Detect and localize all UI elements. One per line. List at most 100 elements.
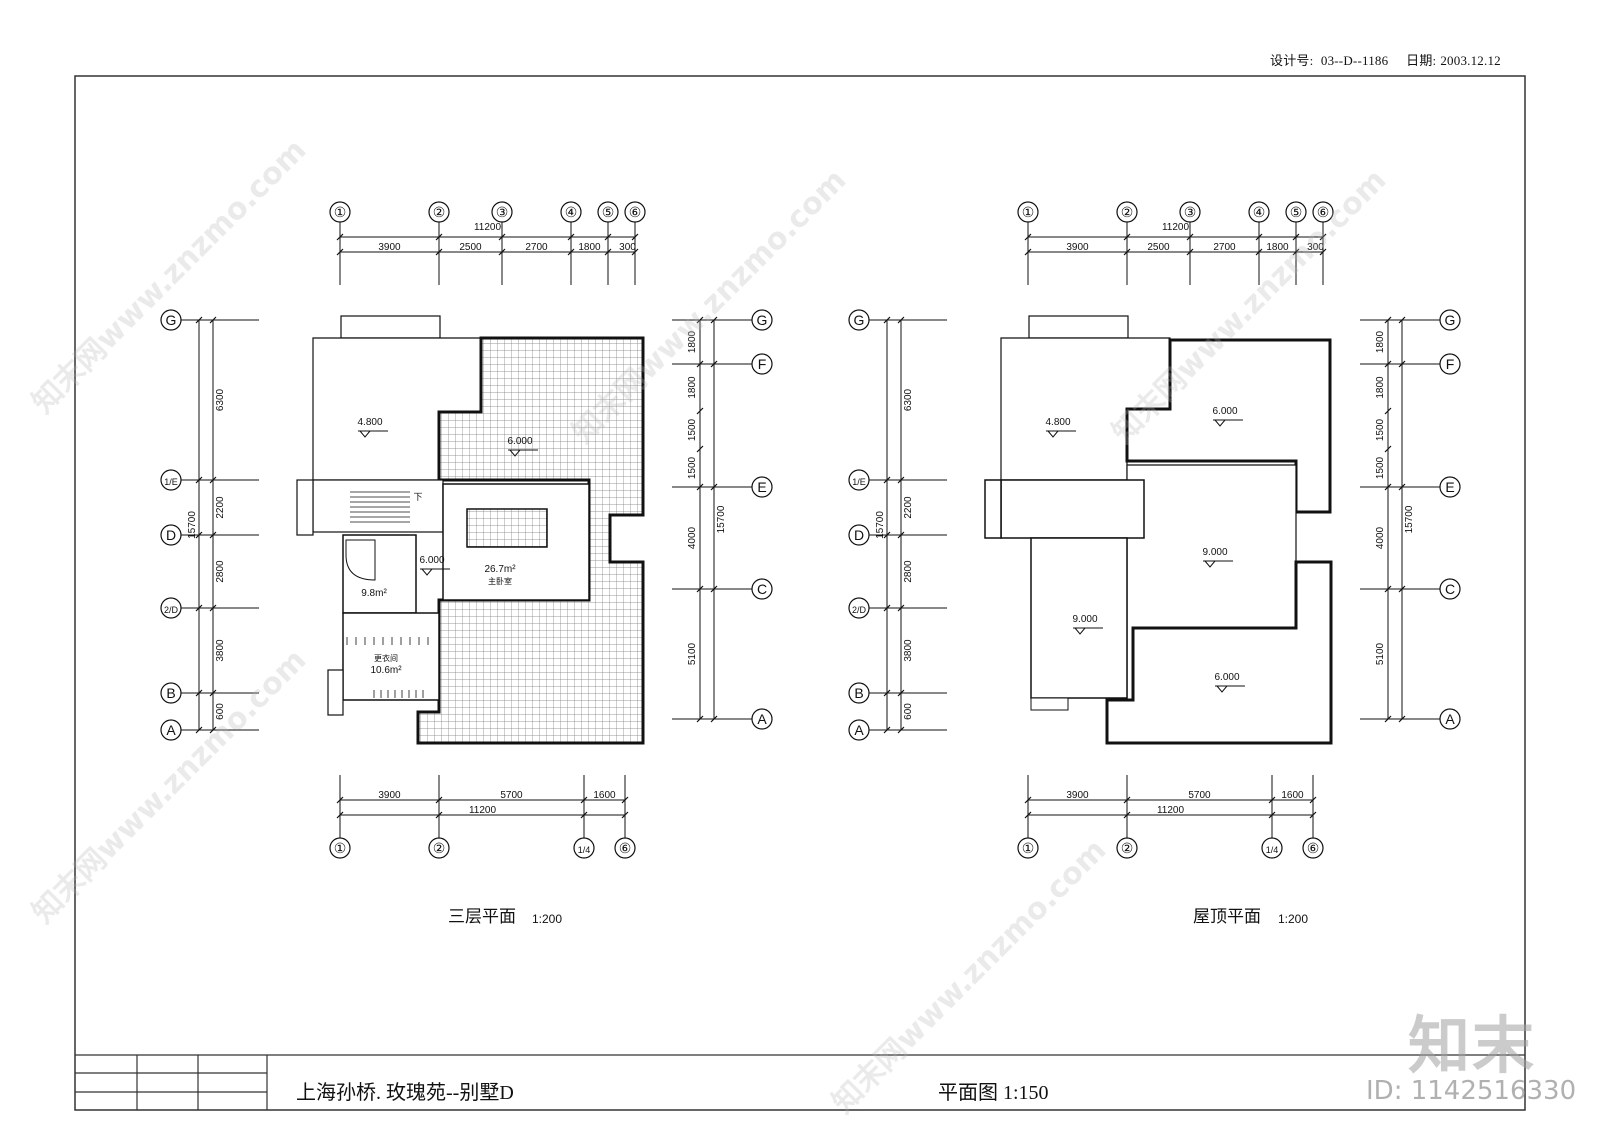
dimension-tick xyxy=(209,726,217,734)
dimension-tick xyxy=(883,726,891,734)
third-floor-title: 三层平面 xyxy=(448,907,516,926)
room-name: 主卧室 xyxy=(488,576,512,586)
level-mark-label: 6.000 xyxy=(507,436,532,447)
axis-bubble-label: ② xyxy=(433,840,446,856)
dimension-tick xyxy=(883,604,891,612)
dimension-value: 3900 xyxy=(1066,242,1089,253)
dimension-tick xyxy=(696,316,704,324)
dimension-tick xyxy=(883,531,891,539)
level-mark-symbol xyxy=(508,449,538,457)
room-area: 9.8m² xyxy=(361,588,387,599)
roof-segment xyxy=(1000,479,1145,539)
axis-bubble-label: ② xyxy=(433,204,446,220)
roof-segment xyxy=(1125,338,1332,514)
level-mark-label: 6.000 xyxy=(1214,672,1239,683)
dimension-tick xyxy=(604,233,612,241)
dimension-tick xyxy=(1123,233,1131,241)
level-mark-label: 6.000 xyxy=(1212,406,1237,417)
axis-bubble-label: A xyxy=(1445,711,1455,727)
dimension-tick xyxy=(435,248,443,256)
dimension-tick xyxy=(1255,248,1263,256)
dressing-room xyxy=(342,612,440,701)
design-no-label: 设计号: xyxy=(1270,53,1314,68)
bed xyxy=(466,508,548,548)
dimension-tick xyxy=(1384,483,1392,491)
dimension-tick xyxy=(336,233,344,241)
dimension-total: 11200 xyxy=(474,222,502,233)
dimension-value: 1800 xyxy=(1266,242,1289,253)
dimension-tick xyxy=(1398,483,1406,491)
level-mark-symbol xyxy=(1213,419,1243,427)
level-mark-symbol xyxy=(1046,430,1076,438)
dimension-tick xyxy=(897,604,905,612)
dimension-value: 2800 xyxy=(903,560,914,583)
dimension-total: 15700 xyxy=(1404,505,1415,533)
roof-segment xyxy=(1105,560,1333,745)
sheet-name: 平面图 1:150 xyxy=(938,1082,1049,1104)
dimension-tick xyxy=(336,248,344,256)
dimension-tick xyxy=(1123,811,1131,819)
dimension-tick xyxy=(696,483,704,491)
dimension-tick xyxy=(631,248,639,256)
dimension-tick xyxy=(195,689,203,697)
dimension-tick xyxy=(1024,811,1032,819)
dimension-tick xyxy=(1309,796,1317,804)
sheet-border xyxy=(74,75,1526,1111)
wall-stub xyxy=(327,669,344,716)
axis-bubble-label: ③ xyxy=(496,204,509,220)
axis-bubble xyxy=(1302,837,1324,859)
dimension-value: 3900 xyxy=(378,790,401,801)
dimension-value: 1500 xyxy=(687,456,698,479)
axis-bubble-label: ⑤ xyxy=(602,204,615,220)
axis-bubble-label: ④ xyxy=(1253,204,1266,220)
dimension-tick xyxy=(1024,233,1032,241)
dimension-value: 4000 xyxy=(1375,526,1386,549)
dimension-tick xyxy=(696,360,704,368)
dimension-value: 2200 xyxy=(215,496,226,519)
dimension-value: 1800 xyxy=(1375,330,1386,353)
design-no: 03--D--1186 xyxy=(1320,53,1389,68)
dimension-value: 6300 xyxy=(215,388,226,411)
third-floor-scale: 1:200 xyxy=(532,912,563,926)
axis-bubble-label: A xyxy=(854,722,864,738)
watermark-logo: 知末 xyxy=(1408,1009,1537,1082)
axis-bubble-label: 1/E xyxy=(164,477,178,487)
axis-bubble-label: 1/4 xyxy=(1266,845,1279,855)
dimension-tick xyxy=(897,726,905,734)
dimension-value: 5100 xyxy=(1375,642,1386,665)
dimension-total: 15700 xyxy=(716,505,727,533)
dimension-total: 11200 xyxy=(469,805,497,816)
dimension-value: 1800 xyxy=(687,330,698,353)
level-mark-label: 6.000 xyxy=(419,555,444,566)
dimension-tick xyxy=(1186,248,1194,256)
dimension-tick xyxy=(1398,316,1406,324)
dimension-tick xyxy=(710,483,718,491)
dimension-tick xyxy=(580,811,588,819)
dimension-value: 4000 xyxy=(687,526,698,549)
axis-bubble-label: ① xyxy=(334,204,347,220)
title-block-grid xyxy=(75,1055,268,1110)
axis-bubble-label: A xyxy=(166,722,176,738)
roof-segment xyxy=(1126,464,1297,701)
dimension-tick xyxy=(209,531,217,539)
dimension-value: 6300 xyxy=(903,388,914,411)
dimension-tick xyxy=(710,715,718,723)
dimension-total: 11200 xyxy=(1162,222,1190,233)
dimension-value: 3900 xyxy=(378,242,401,253)
dimension-tick xyxy=(897,689,905,697)
dimension-tick xyxy=(1024,796,1032,804)
dimension-value: 2700 xyxy=(1213,242,1236,253)
dimension-tick xyxy=(1292,248,1300,256)
axis-bubble-label: D xyxy=(854,527,864,543)
dimension-tick xyxy=(1384,445,1392,453)
axis-bubble-label: ⑤ xyxy=(1290,204,1303,220)
dimension-tick xyxy=(696,585,704,593)
level-mark-symbol xyxy=(1203,560,1233,568)
room-area: 10.6m² xyxy=(370,665,402,676)
date: 2003.12.12 xyxy=(1440,53,1501,68)
axis-bubble xyxy=(1017,837,1039,859)
dimension-tick xyxy=(621,796,629,804)
dimension-value: 2700 xyxy=(525,242,548,253)
